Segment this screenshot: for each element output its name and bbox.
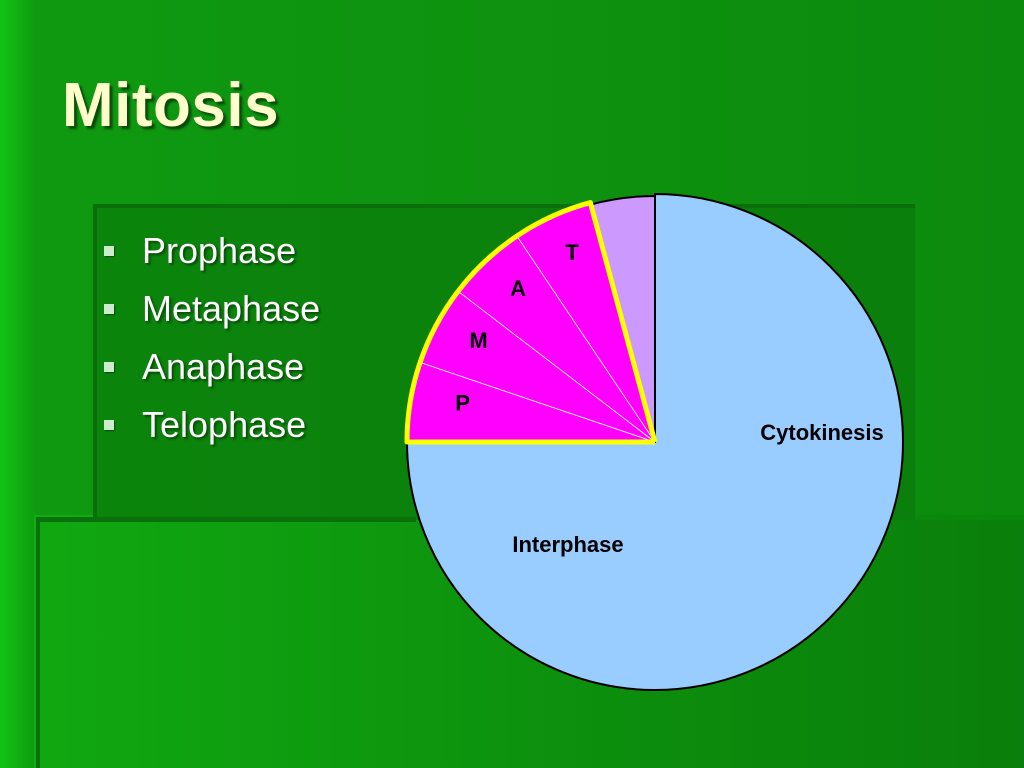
slice-label-t: T bbox=[565, 240, 579, 265]
bullet-item: Anaphase bbox=[104, 338, 320, 396]
bullet-item: Metaphase bbox=[104, 280, 320, 338]
square-bullet-icon bbox=[104, 304, 114, 314]
divider-line bbox=[36, 517, 416, 522]
square-bullet-icon bbox=[104, 246, 114, 256]
background-left-edge bbox=[0, 0, 34, 768]
bullet-text: Metaphase bbox=[142, 288, 321, 329]
square-bullet-icon bbox=[104, 420, 114, 430]
slice-label-p: P bbox=[455, 390, 470, 415]
phase-bullet-list: Prophase Metaphase Anaphase Telophase bbox=[104, 222, 320, 454]
slide-title: Mitosis bbox=[62, 71, 280, 140]
bullet-item: Telophase bbox=[104, 396, 320, 454]
slice-label-interphase: Interphase bbox=[512, 532, 623, 557]
bullet-text: Anaphase bbox=[142, 346, 305, 387]
bullet-item: Prophase bbox=[104, 222, 320, 280]
bullet-text: Prophase bbox=[142, 230, 297, 271]
mitosis-highlight-outline bbox=[404, 200, 658, 445]
slice-label-a: A bbox=[510, 276, 526, 301]
square-bullet-icon bbox=[104, 362, 114, 372]
slice-label-m: M bbox=[469, 328, 487, 353]
divider-line bbox=[36, 517, 40, 768]
bullet-text: Telophase bbox=[142, 404, 307, 445]
slice-label-cytokinesis: Cytokinesis bbox=[760, 420, 884, 445]
divider-line bbox=[95, 204, 915, 208]
divider-line bbox=[93, 204, 97, 520]
